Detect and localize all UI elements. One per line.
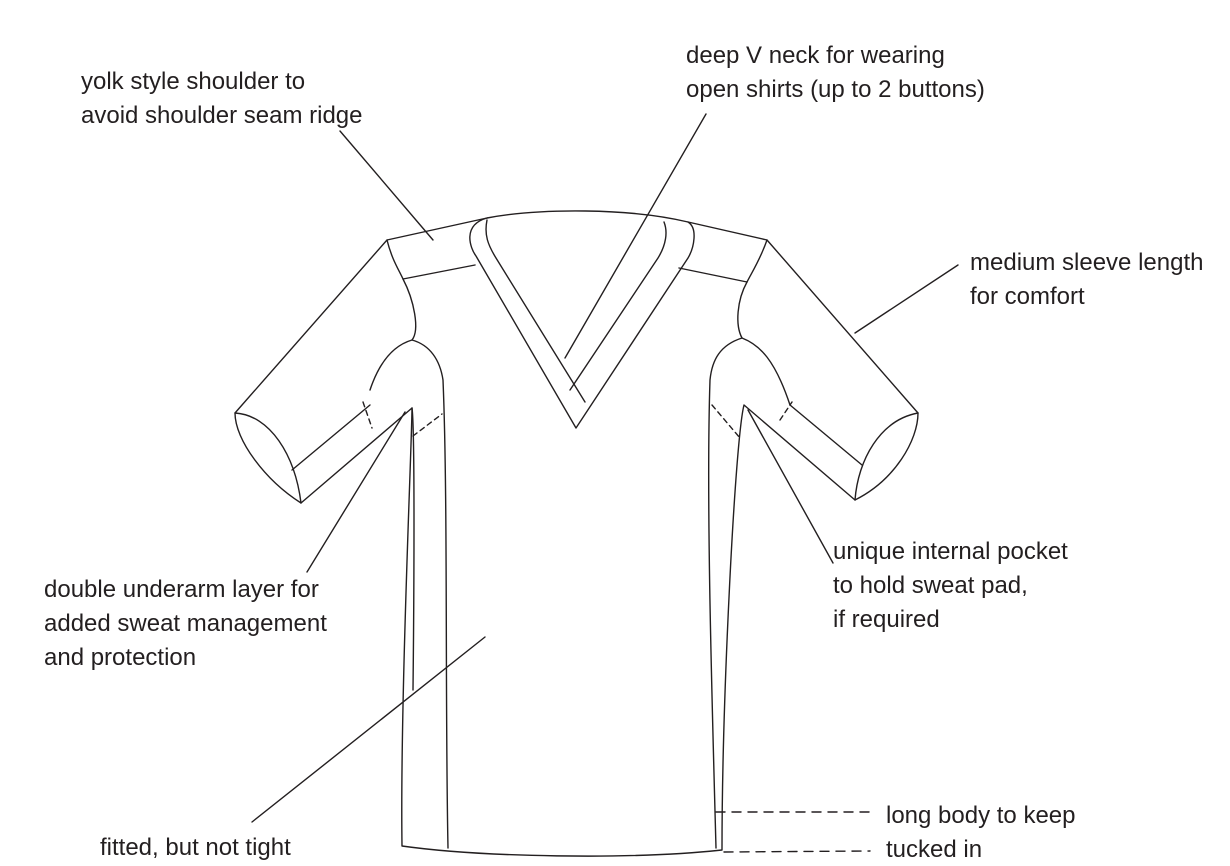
annotation-line: avoid shoulder seam ridge bbox=[81, 102, 363, 129]
left-armhole-seam bbox=[402, 278, 417, 341]
annotation-sleeve-length: medium sleeve length for comfort bbox=[970, 246, 1203, 314]
leader-underarm bbox=[306, 411, 406, 573]
annotation-line: tucked in bbox=[886, 836, 983, 863]
annotation-line: double underarm layer for bbox=[44, 576, 319, 603]
annotation-line: for comfort bbox=[970, 283, 1085, 310]
right-sleeve-hem bbox=[789, 404, 863, 466]
annotation-line: deep V neck for wearing bbox=[686, 42, 945, 69]
left-sleeve-cuff bbox=[234, 412, 302, 504]
v-neck-inner bbox=[485, 219, 586, 403]
leader-sleeve bbox=[854, 264, 959, 334]
annotation-line: added sweat management bbox=[44, 610, 327, 637]
left-yoke-seam bbox=[386, 239, 476, 280]
annotation-line: long body to keep bbox=[886, 802, 1076, 829]
leader-fit bbox=[251, 636, 486, 823]
annotation-line: unique internal pocket bbox=[833, 538, 1068, 565]
right-underarm-panel bbox=[707, 337, 791, 849]
annotation-line: yolk style shoulder to bbox=[81, 68, 306, 95]
leader-vneck bbox=[564, 113, 707, 359]
annotation-line: and protection bbox=[44, 644, 197, 671]
annotation-line: fitted, but not tight bbox=[100, 834, 291, 861]
v-neck-outer bbox=[469, 217, 695, 429]
annotation-line: open shirts (up to 2 buttons) bbox=[686, 76, 985, 103]
annotation-underarm-layer: double underarm layer for added sweat ma… bbox=[44, 573, 327, 675]
leader-yoke bbox=[339, 130, 434, 241]
right-underarm-dash bbox=[711, 401, 793, 439]
leader-long-body-2 bbox=[723, 850, 871, 853]
annotation-line: to hold sweat pad, bbox=[833, 572, 1028, 599]
annotation-line: if required bbox=[833, 606, 940, 633]
v-neck-inner-right bbox=[569, 221, 667, 391]
left-sleeve-hem bbox=[291, 404, 371, 471]
annotation-yoke-shoulder: yolk style shoulder to avoid shoulder se… bbox=[81, 65, 363, 133]
left-underarm-dash bbox=[362, 401, 443, 437]
right-armhole-seam bbox=[737, 281, 748, 339]
annotation-v-neck: deep V neck for wearing open shirts (up … bbox=[686, 39, 985, 107]
shirt-outline bbox=[234, 210, 919, 857]
annotation-long-body: long body to keep tucked in bbox=[886, 799, 1075, 866]
left-underarm-inner bbox=[411, 407, 415, 691]
annotation-internal-pocket: unique internal pocket to hold sweat pad… bbox=[833, 535, 1068, 637]
left-underarm-panel bbox=[369, 339, 449, 849]
annotation-fit: fitted, but not tight bbox=[100, 831, 291, 865]
annotation-line: medium sleeve length bbox=[970, 249, 1204, 276]
leader-pocket bbox=[747, 409, 834, 564]
right-sleeve-cuff bbox=[854, 412, 919, 501]
